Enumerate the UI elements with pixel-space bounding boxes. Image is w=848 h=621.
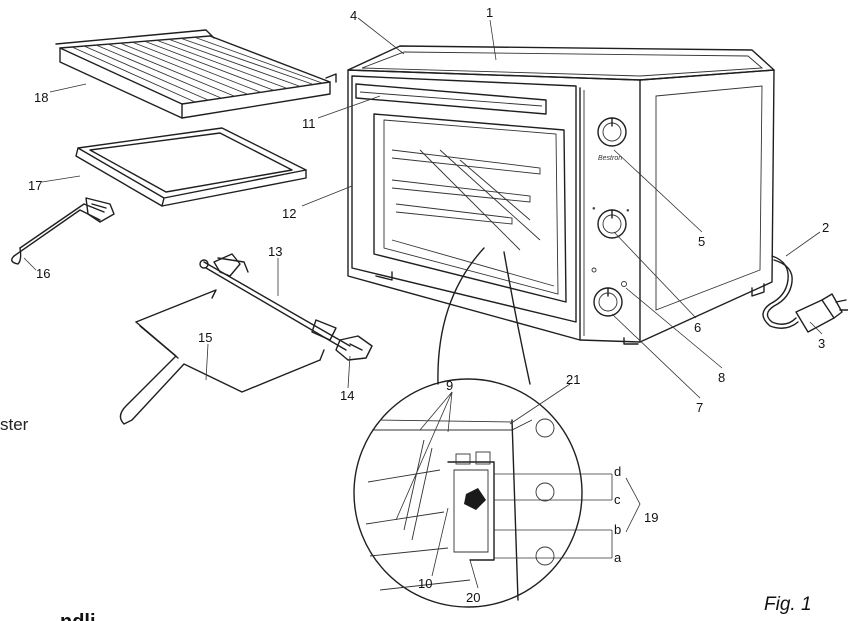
figure-caption: Fig. 1 <box>764 594 812 615</box>
callout-17: 17 <box>28 178 42 193</box>
tray-handle <box>11 197 115 265</box>
callout-9: 9 <box>446 378 453 393</box>
brand-mark: Bestron <box>598 155 622 162</box>
callout-15: 15 <box>198 330 212 345</box>
callout-a: a <box>614 550 622 565</box>
callout-16: 16 <box>36 266 50 281</box>
side-text-fragment: ster <box>0 415 29 434</box>
power-plug <box>795 293 848 333</box>
callout-b: b <box>614 522 621 537</box>
callout-c: c <box>614 492 621 507</box>
baking-tray <box>75 127 307 207</box>
callout-4: 4 <box>350 8 357 23</box>
function-knob: ● ● <box>592 206 630 239</box>
callout-7: 7 <box>696 400 703 415</box>
callout-6: 6 <box>694 320 701 335</box>
callout-3: 3 <box>818 336 825 351</box>
svg-text:●: ● <box>592 206 596 212</box>
callout-2: 2 <box>822 220 829 235</box>
leader-lines <box>23 17 823 589</box>
wire-rack <box>55 29 337 119</box>
timer-knob <box>591 267 623 317</box>
callout-1: 1 <box>486 5 493 20</box>
bottom-text-fragment: ndli <box>60 611 96 621</box>
callout-5: 5 <box>698 234 705 249</box>
detail-magnifier <box>353 247 583 608</box>
oven-body <box>347 45 775 345</box>
callout-14: 14 <box>340 388 354 403</box>
callout-10: 10 <box>418 576 432 591</box>
callout-20: 20 <box>466 590 480 605</box>
temperature-knob <box>597 117 627 147</box>
power-cord <box>762 255 799 329</box>
callout-21: 21 <box>566 372 580 387</box>
callout-d: d <box>614 464 621 479</box>
callout-11: 11 <box>302 116 316 131</box>
power-indicator-light <box>621 281 627 287</box>
callout-8: 8 <box>718 370 725 385</box>
callout-19: 19 <box>644 510 658 525</box>
rotisserie-spit <box>199 253 373 361</box>
callout-12: 12 <box>282 206 296 221</box>
svg-text:●: ● <box>626 208 630 214</box>
callout-18: 18 <box>34 90 48 105</box>
callout-13: 13 <box>268 244 282 259</box>
rotisserie-handle <box>119 289 325 425</box>
